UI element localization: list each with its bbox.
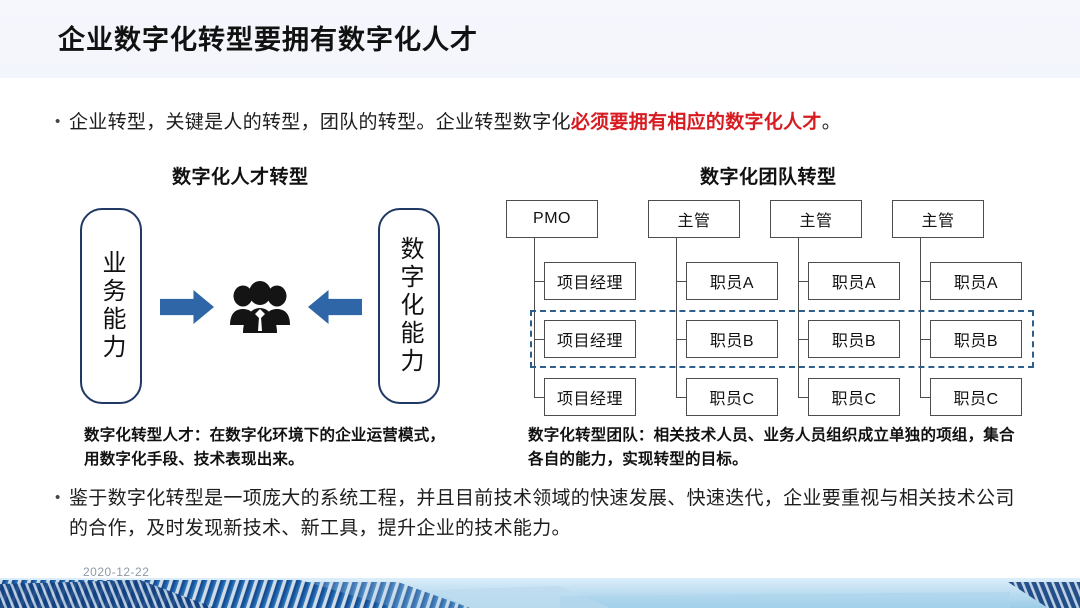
org-root-label: PMO (533, 210, 571, 227)
org-root-box[interactable]: 主管 (892, 200, 984, 238)
org-connector-horizontal (534, 339, 544, 340)
bullet-item-1: • 企业转型，关键是人的转型，团队的转型。企业转型数字化必须要拥有相应的数字化人… (55, 108, 1015, 138)
org-connector-horizontal (920, 397, 930, 398)
org-connector-vertical (534, 238, 535, 397)
org-root-box[interactable]: 主管 (770, 200, 862, 238)
org-child-box[interactable]: 职员C (930, 378, 1022, 416)
org-root-label: 主管 (677, 213, 711, 230)
org-child-box[interactable]: 项目经理 (544, 320, 636, 358)
slide-header: 企业数字化转型要拥有数字化人才 (0, 0, 1080, 78)
bullet-marker-icon: • (55, 489, 61, 506)
org-child-box[interactable]: 职员B (930, 320, 1022, 358)
digital-capability-label: 数字化能力 (396, 236, 423, 376)
org-child-box[interactable]: 职员A (930, 262, 1022, 300)
org-connector-horizontal (676, 397, 686, 398)
building-skyline-graphic (0, 578, 1080, 608)
org-connector-horizontal (920, 281, 930, 282)
org-root-box[interactable]: 主管 (648, 200, 740, 238)
org-child-box[interactable]: 职员C (686, 378, 778, 416)
left-panel-caption: 数字化转型人才：在数字化环境下的企业运营模式，用数字化手段、技术表现出来。 (84, 427, 446, 468)
arrow-left-icon (308, 290, 362, 324)
org-connector-horizontal (920, 339, 930, 340)
org-connector-horizontal (676, 339, 686, 340)
right-panel-caption: 数字化转型团队：相关技术人员、业务人员组织成立单独的项组，集合各自的能力，实现转… (528, 427, 1015, 468)
bullet-1-text-before: 企业转型，关键是人的转型，团队的转型。企业转型数字化 (69, 112, 571, 133)
left-panel-heading: 数字化人才转型 (172, 167, 309, 188)
org-child-label: 职员B (831, 333, 877, 350)
org-child-label: 职员A (709, 275, 755, 292)
business-capability-label: 业务能力 (98, 250, 125, 362)
org-child-label: 项目经理 (556, 333, 623, 350)
right-panel-heading: 数字化团队转型 (700, 167, 837, 188)
digital-capability-box: 数字化能力 (378, 208, 440, 404)
people-group-icon (230, 281, 290, 333)
footer-image-band (0, 578, 1080, 608)
org-child-box[interactable]: 职员B (808, 320, 900, 358)
capability-diagram: 业务能力 数字化能力 (80, 208, 440, 404)
org-child-box[interactable]: 职员B (686, 320, 778, 358)
bullet-text-2: 鉴于数字化转型是一项庞大的系统工程，并且目前技术领域的快速发展、快速迭代，企业要… (69, 488, 1015, 539)
bullet-1-text-after: 。 (821, 112, 842, 133)
org-root-label: 主管 (799, 213, 833, 230)
org-connector-horizontal (534, 397, 544, 398)
org-child-label: 职员C (709, 391, 755, 408)
org-child-box[interactable]: 项目经理 (544, 378, 636, 416)
org-child-label: 职员A (953, 275, 999, 292)
org-connector-horizontal (798, 281, 808, 282)
org-child-box[interactable]: 职员A (686, 262, 778, 300)
slide-date: 2020-12-22 (83, 565, 150, 579)
org-child-box[interactable]: 项目经理 (544, 262, 636, 300)
arrow-right-icon (160, 290, 214, 324)
org-child-label: 职员C (953, 391, 999, 408)
org-child-label: 职员A (831, 275, 877, 292)
org-child-box[interactable]: 职员A (808, 262, 900, 300)
bullet-item-2: • 鉴于数字化转型是一项庞大的系统工程，并且目前技术领域的快速发展、快速迭代，企… (55, 484, 1030, 544)
bullet-marker-icon: • (55, 113, 61, 130)
org-connector-vertical (798, 238, 799, 397)
org-connector-horizontal (798, 339, 808, 340)
business-capability-box: 业务能力 (80, 208, 142, 404)
org-connector-horizontal (676, 281, 686, 282)
org-root-box[interactable]: PMO (506, 200, 598, 238)
page-title: 企业数字化转型要拥有数字化人才 (58, 25, 478, 55)
org-child-box[interactable]: 职员C (808, 378, 900, 416)
org-child-label: 职员C (831, 391, 877, 408)
highlight-dashed-rectangle (530, 310, 1034, 368)
org-root-label: 主管 (921, 213, 955, 230)
org-child-label: 职员B (953, 333, 999, 350)
org-connector-horizontal (798, 397, 808, 398)
org-child-label: 项目经理 (556, 391, 623, 408)
bullet-1-emphasis: 必须要拥有相应的数字化人才 (570, 112, 822, 133)
org-connector-vertical (920, 238, 921, 397)
org-connector-horizontal (534, 281, 544, 282)
org-connector-vertical (676, 238, 677, 397)
bullet-text-1: 企业转型，关键是人的转型，团队的转型。企业转型数字化必须要拥有相应的数字化人才。 (69, 108, 841, 138)
org-child-label: 项目经理 (556, 275, 623, 292)
org-child-label: 职员B (709, 333, 755, 350)
